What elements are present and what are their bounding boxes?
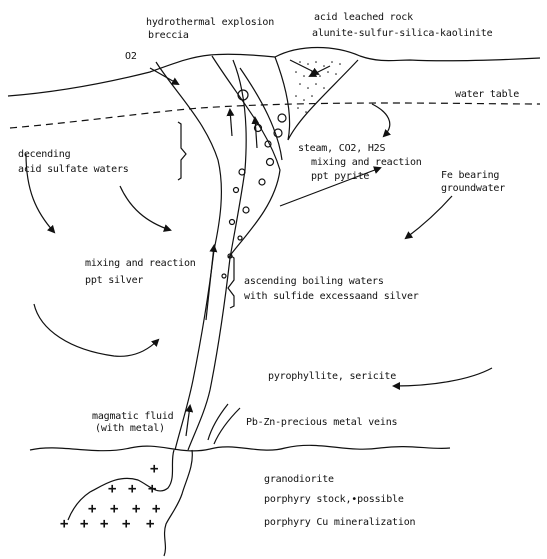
svg-text:+: + [110,501,118,517]
svg-text:+: + [152,501,160,517]
arrow-pyrophyllite [394,368,492,386]
label-alunite: alunite-sulfur-silica-kaolinite [312,28,492,40]
clast [243,207,249,213]
arrow-circulation-left [34,304,158,356]
label-decending: decending [18,149,70,161]
svg-text:+: + [88,501,96,517]
label-pyrophyllite: pyrophyllite, sericite [268,371,396,383]
svg-text:+: + [148,481,156,497]
svg-text:+: + [80,516,88,532]
label-mixing-silver: mixing and reaction [85,258,196,270]
label-mixing-pyrite: mixing and reaction [311,157,422,169]
arrow-fe-groundwater [406,196,452,238]
arrow-pipe-up-1 [230,110,232,136]
svg-text:+: + [128,481,136,497]
label-with-metal: (with metal) [95,423,165,435]
bracket-acid-sulfate [178,122,186,180]
clast [222,274,226,278]
intrusive-contact [30,445,450,451]
clast [267,159,274,166]
label-ppt-pyrite: ppt pyrite [311,171,369,183]
label-porphyry-stock: porphyry stock,•possible [264,494,404,506]
water-table-line [10,103,540,128]
arrow-silver-up [206,246,214,320]
label-porphyry-cu: porphyry Cu mineralization [264,517,415,529]
label-magmatic-fluid: magmatic fluid [92,411,174,423]
label-veins: Pb-Zn-precious metal veins [246,417,397,429]
acid-leached-cap [275,57,358,140]
label-steam: steam, CO2, H2S [298,143,385,155]
clast [230,220,235,225]
clast [239,169,245,175]
label-hydrothermal-explosion: hydrothermal explosion [146,17,274,29]
arrow-decending-center [120,186,170,230]
arrow-leached-right [290,60,318,74]
label-breccia: breccia [148,30,189,42]
stock-dike-right [164,450,192,556]
label-sulfide-excess: with sulfide excessaand silver [244,291,419,303]
vein [208,404,228,440]
svg-text:+: + [108,481,116,497]
breccia-pipe-left-wall [156,62,221,250]
label-fe-bearing: Fe bearing [441,170,499,182]
granodiorite-plus-symbols: + +++ ++++ +++ ++ [60,461,160,532]
arrow-o2-down [150,68,178,84]
vein [214,408,240,444]
label-o2: O2 [125,51,137,63]
clast [278,114,286,122]
svg-text:+: + [122,516,130,532]
arrow-steam-right [372,104,390,136]
svg-text:+: + [60,516,68,532]
label-ascending-boiling-waters: ascending boiling waters [244,276,384,288]
clast [259,179,265,185]
label-ppt-silver: ppt silver [85,275,143,287]
label-groundwater: groundwater [441,183,505,195]
clast [238,236,242,240]
svg-text:+: + [150,461,158,477]
label-acid-sulfate-waters: acid sulfate waters [18,164,129,176]
arrow-magmatic-up [186,406,190,436]
svg-text:+: + [146,516,154,532]
label-granodiorite: granodiorite [264,474,334,486]
feeder-conduit [175,250,214,450]
clast [234,188,239,193]
label-water-table: water table [455,89,519,101]
svg-text:+: + [100,516,108,532]
label-acid-leached-rock: acid leached rock [314,12,413,24]
svg-text:+: + [132,501,140,517]
